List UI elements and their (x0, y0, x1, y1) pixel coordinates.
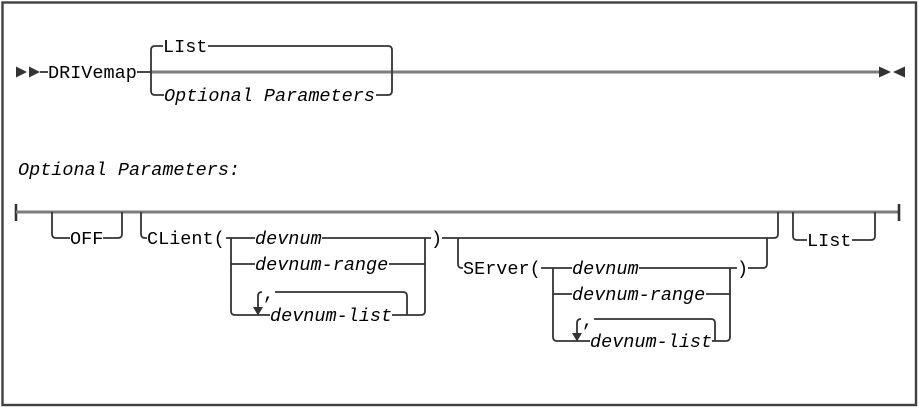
server-close-paren: ) (737, 259, 748, 280)
rail-branch (150, 45, 164, 96)
syntax-start-icon (16, 66, 40, 78)
rail-branch (51, 212, 70, 239)
list-keyword: LIst (807, 231, 851, 252)
client-option-devnum-list: devnum-list (270, 306, 392, 327)
rail-branch (457, 238, 463, 269)
rail-branch (712, 268, 731, 342)
rail-branch (748, 238, 768, 269)
client-repeat-separator: , (263, 284, 274, 305)
rail-branch (230, 238, 270, 316)
default-option-label: LIst (163, 37, 207, 58)
rail-branch (208, 45, 393, 96)
client-option-devnum-range: devnum-range (255, 255, 388, 276)
rail-branch (275, 291, 408, 315)
rail-branch (140, 212, 147, 239)
repeat-arrow-icon (572, 333, 582, 342)
rail-branch (852, 212, 876, 241)
client-option-devnum: devnum (255, 229, 322, 250)
rail-branch (257, 291, 263, 308)
command-keyword: DRIVemap (48, 63, 137, 84)
rail-branch (792, 212, 807, 241)
client-close-paren: ) (431, 229, 442, 250)
rail-branch (594, 318, 716, 341)
rail-branch (442, 212, 779, 239)
syntax-end-icon (879, 66, 905, 78)
server-option-devnum-list: devnum-list (590, 332, 712, 353)
rail-branch (103, 212, 123, 239)
fragment-heading: Optional Parameters: (18, 160, 240, 181)
server-keyword: SErver( (463, 259, 541, 280)
fragment-reference-label: Optional Parameters (164, 86, 375, 107)
rail-branch (576, 318, 582, 334)
server-option-devnum: devnum (572, 259, 639, 280)
repeat-arrow-icon (253, 307, 263, 316)
server-option-devnum-range: devnum-range (572, 285, 705, 306)
rail-branch (392, 238, 426, 316)
rail-branch (552, 268, 590, 342)
server-repeat-separator: , (582, 311, 593, 332)
client-keyword: CLient( (147, 229, 225, 250)
off-keyword: OFF (70, 229, 103, 250)
